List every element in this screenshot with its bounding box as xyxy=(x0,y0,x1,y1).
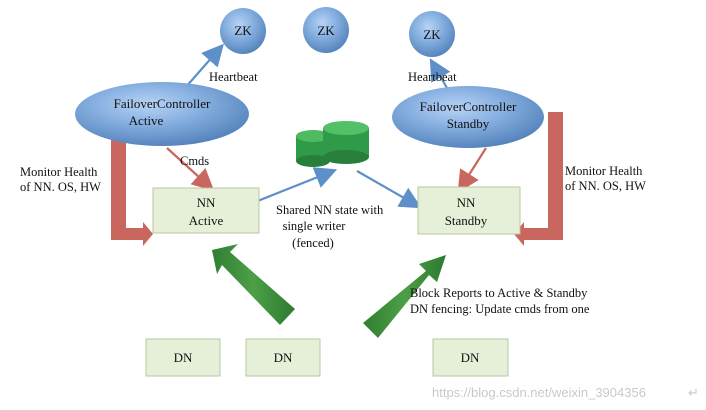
zk-node-1: ZK xyxy=(220,8,266,54)
monitor-arrow-right xyxy=(514,112,563,246)
failover-controller-active: FailoverController Active xyxy=(75,82,249,146)
failover-controller-active-line2: Active xyxy=(129,113,164,128)
heartbeat-arrow-left xyxy=(184,43,224,89)
dn-node-1: DN xyxy=(145,338,221,377)
cmds-label: Cmds xyxy=(180,154,209,168)
zk-node-2: ZK xyxy=(303,7,349,53)
block-report-arrow-active xyxy=(212,244,295,325)
shared-state-arrow-standby xyxy=(356,170,422,209)
dn-label: DN xyxy=(274,350,293,365)
block-reports-label-line1: Block Reports to Active & Standby xyxy=(410,286,588,300)
monitor-health-left-line2: of NN. OS, HW xyxy=(20,180,101,194)
block-report-arrow-standby xyxy=(363,255,446,338)
nn-standby-line2: Standby xyxy=(445,213,488,228)
shared-state-label-line3: (fenced) xyxy=(292,236,334,250)
nn-active-line1: NN xyxy=(197,195,216,210)
shared-storage xyxy=(296,121,369,167)
failover-controller-standby-line1: FailoverController xyxy=(420,99,517,114)
cmds-arrow-active xyxy=(166,147,215,191)
zk-label: ZK xyxy=(234,23,252,38)
monitor-health-left-line1: Monitor Health xyxy=(20,165,98,179)
monitor-arrow-left xyxy=(111,112,153,246)
nn-active-box: NN Active xyxy=(152,187,260,234)
cmds-arrow-standby xyxy=(457,147,487,193)
heartbeat-label-right: Heartbeat xyxy=(408,70,457,84)
monitor-health-right-line1: Monitor Health xyxy=(565,164,643,178)
return-mark: ↵ xyxy=(688,385,699,400)
watermark-text: https://blog.csdn.net/weixin_3904356 xyxy=(432,385,646,400)
nn-standby-line1: NN xyxy=(457,195,476,210)
heartbeat-label-left: Heartbeat xyxy=(209,70,258,84)
dn-node-2: DN xyxy=(245,338,321,377)
shared-state-label-line1: Shared NN state with xyxy=(276,203,384,217)
block-reports-label-line2: DN fencing: Update cmds from one xyxy=(410,302,590,316)
failover-controller-standby-line2: Standby xyxy=(447,116,490,131)
zk-label: ZK xyxy=(317,23,335,38)
dn-node-3: DN xyxy=(432,338,509,377)
dn-label: DN xyxy=(174,350,193,365)
zk-node-3: ZK xyxy=(409,11,455,57)
zk-label: ZK xyxy=(423,27,441,42)
dn-label: DN xyxy=(461,350,480,365)
shared-state-label-line2: single writer xyxy=(283,219,347,233)
monitor-health-right-line2: of NN. OS, HW xyxy=(565,179,646,193)
failover-controller-standby: FailoverController Standby xyxy=(392,86,544,148)
failover-controller-active-line1: FailoverController xyxy=(114,96,211,111)
nn-active-line2: Active xyxy=(189,213,224,228)
shared-state-arrow-active xyxy=(244,167,338,208)
nn-standby-box: NN Standby xyxy=(417,186,521,235)
heartbeat-arrow-right xyxy=(429,58,451,89)
